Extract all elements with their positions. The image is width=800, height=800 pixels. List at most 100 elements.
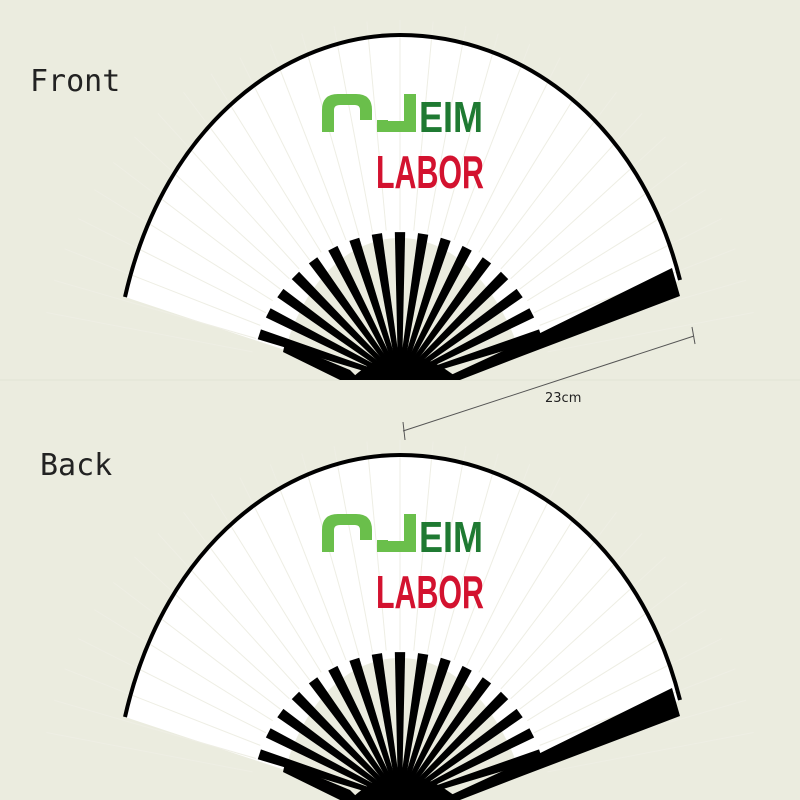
left-guard-stick: [283, 343, 360, 380]
leaf-rib: [77, 638, 267, 734]
leaf-rib: [183, 512, 311, 681]
leaf-rib: [547, 732, 754, 773]
logo-line1: EIM: [419, 513, 483, 562]
leaf-rib: [533, 218, 723, 314]
fan-stick: [257, 749, 398, 800]
leaf-rib: [64, 668, 261, 746]
back-label: Back: [40, 448, 113, 483]
leaf-rib: [46, 312, 253, 353]
leaf-rib: [478, 73, 590, 253]
leaf-rib: [269, 464, 347, 661]
fan-stick: [371, 653, 402, 797]
logo-mark-u-icon: [377, 94, 416, 132]
leaf-rib: [453, 464, 531, 661]
fan-stick: [308, 677, 400, 799]
leaf-rib: [94, 189, 273, 302]
leaf-rib: [547, 312, 754, 353]
logo-line2: LABOR: [376, 566, 484, 618]
fan-stick: [308, 257, 400, 379]
fan-hub: [350, 355, 460, 380]
leaf-rib: [77, 218, 267, 314]
leaf-rib: [466, 477, 561, 666]
front-label: Front: [30, 64, 121, 99]
fan-stick: [401, 288, 523, 380]
fan-stick: [277, 288, 399, 380]
leaf-rib: [453, 44, 531, 241]
leaf-rib: [426, 446, 467, 653]
fan-stick: [402, 308, 535, 380]
leaf-rib: [527, 609, 706, 722]
leaf-rib: [533, 638, 723, 734]
leaf-rib: [269, 44, 347, 241]
leaf-rib: [333, 446, 374, 653]
leaf-rib: [510, 556, 666, 700]
leaf-rib: [333, 26, 374, 233]
fan-stick: [349, 237, 401, 378]
leaf-rib: [510, 136, 666, 280]
fan-stick: [371, 233, 402, 377]
fan-stick: [400, 677, 492, 799]
leaf-rib: [53, 279, 257, 339]
leaf-rib: [157, 533, 300, 690]
fan-stick: [394, 232, 406, 377]
leaf-rib: [183, 92, 311, 261]
leaf-rib: [500, 533, 643, 690]
leaf-rib: [134, 556, 290, 700]
fan-stick: [401, 271, 509, 379]
right-guard-stick: [440, 268, 680, 380]
leaf-rib: [94, 609, 273, 722]
leaf-rib: [527, 189, 706, 302]
fan-stick: [402, 728, 535, 800]
leaf-rib: [519, 581, 688, 710]
logo-mark-g-icon: [322, 94, 372, 132]
leaf-rib: [426, 26, 467, 233]
left-guard-stick: [283, 763, 360, 800]
fan-stick: [277, 708, 399, 800]
dimension-line: 23cm: [402, 326, 696, 441]
leaf-rib: [301, 33, 360, 236]
fan-hub: [350, 775, 460, 800]
leaf-rib: [500, 113, 643, 270]
leaf-rib: [413, 441, 434, 651]
leaf-rib: [157, 113, 300, 270]
fan-stick: [291, 271, 399, 379]
fan-stick: [257, 329, 398, 380]
leaf-rib: [440, 453, 499, 656]
logo-mark-g-icon: [322, 514, 372, 552]
fan-stick: [399, 237, 451, 378]
fan-stick: [328, 665, 401, 798]
right-guard-stick: [440, 688, 680, 800]
fan-edge: [123, 32, 682, 298]
logo-line2: LABOR: [376, 146, 484, 198]
fan-stick: [328, 245, 401, 378]
fan-stick: [401, 708, 523, 800]
leaf-rib: [134, 136, 290, 280]
fan-stick: [399, 665, 472, 798]
fan-stick: [401, 691, 509, 799]
leaf-rib: [366, 441, 387, 651]
leaf-rib: [46, 732, 253, 773]
leaf-rib: [519, 161, 688, 290]
leaf-rib: [440, 33, 499, 236]
leaf-rib: [301, 453, 360, 656]
logo-mark-u-icon: [377, 514, 416, 552]
fan-stick: [398, 233, 429, 377]
fan-stick: [398, 653, 429, 797]
leaf-rib: [64, 248, 261, 326]
fan-stick: [349, 657, 401, 798]
leaf-rib: [413, 21, 434, 231]
leaf-rib: [112, 581, 281, 710]
fan-stick: [394, 652, 406, 797]
leaf-rib: [239, 57, 334, 246]
fan-edge: [123, 452, 682, 718]
leaf-rib: [112, 161, 281, 290]
fan-stick: [265, 308, 398, 380]
fan-stick: [265, 728, 398, 800]
fan-stick: [399, 657, 451, 798]
dimension-text: 23cm: [545, 391, 581, 406]
